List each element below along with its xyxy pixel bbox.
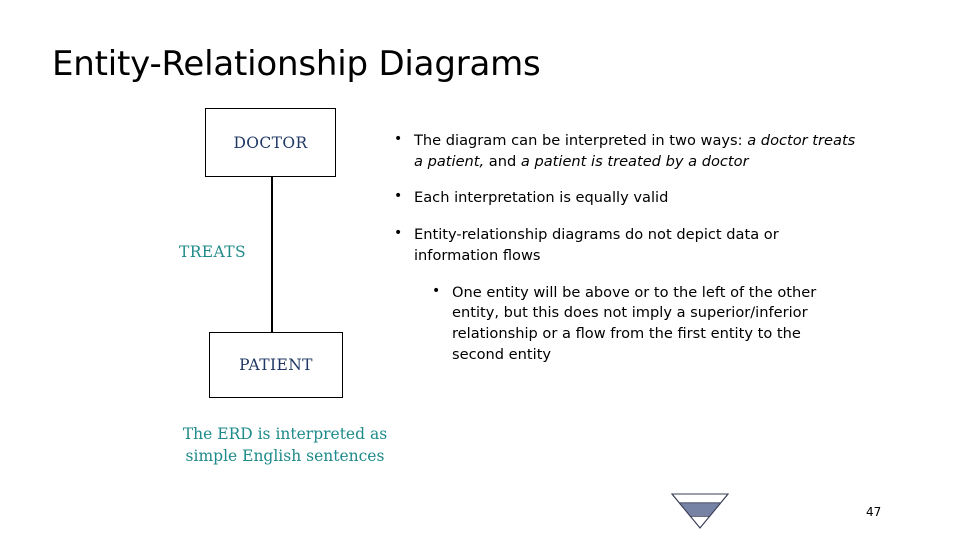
- relationship-label-treats: TREATS: [179, 243, 247, 261]
- inverted-triangle-logo: [670, 493, 730, 529]
- entity-box-patient: PATIENT: [209, 332, 343, 398]
- erd-diagram: DOCTOR TREATS PATIENT The ERD is interpr…: [0, 0, 387, 500]
- bullet-list: The diagram can be interpreted in two wa…: [386, 130, 856, 366]
- bullet-item: Each interpretation is equally valid: [386, 187, 856, 209]
- erd-connector-line: [271, 177, 273, 332]
- bullet-item: The diagram can be interpreted in two wa…: [386, 130, 856, 172]
- erd-caption: The ERD is interpreted as simple English…: [150, 423, 420, 467]
- entity-box-doctor: DOCTOR: [205, 108, 336, 177]
- bullet-text: One entity will be above or to the left …: [452, 283, 817, 363]
- bullet-text-italic: a patient is treated by a doctor: [520, 152, 749, 170]
- erd-caption-line-2: simple English sentences: [185, 447, 385, 465]
- bullet-item-sub: One entity will be above or to the left …: [386, 282, 856, 366]
- bullet-text: and: [484, 152, 521, 170]
- bullet-text-italic: a doctor treats a patient,: [414, 132, 856, 170]
- page-number: 47: [866, 505, 882, 519]
- bullet-text: Entity-relationship diagrams do not depi…: [414, 226, 779, 264]
- entity-label-doctor: DOCTOR: [233, 133, 308, 152]
- bullet-text: Each interpretation is equally valid: [414, 189, 669, 207]
- page-title: Entity-Relationship Diagrams: [52, 44, 541, 84]
- bullet-item: Entity-relationship diagrams do not depi…: [386, 224, 856, 266]
- bullet-text: The diagram can be interpreted in two wa…: [414, 132, 748, 149]
- erd-caption-line-1: The ERD is interpreted as: [182, 425, 388, 443]
- entity-label-patient: PATIENT: [239, 356, 313, 374]
